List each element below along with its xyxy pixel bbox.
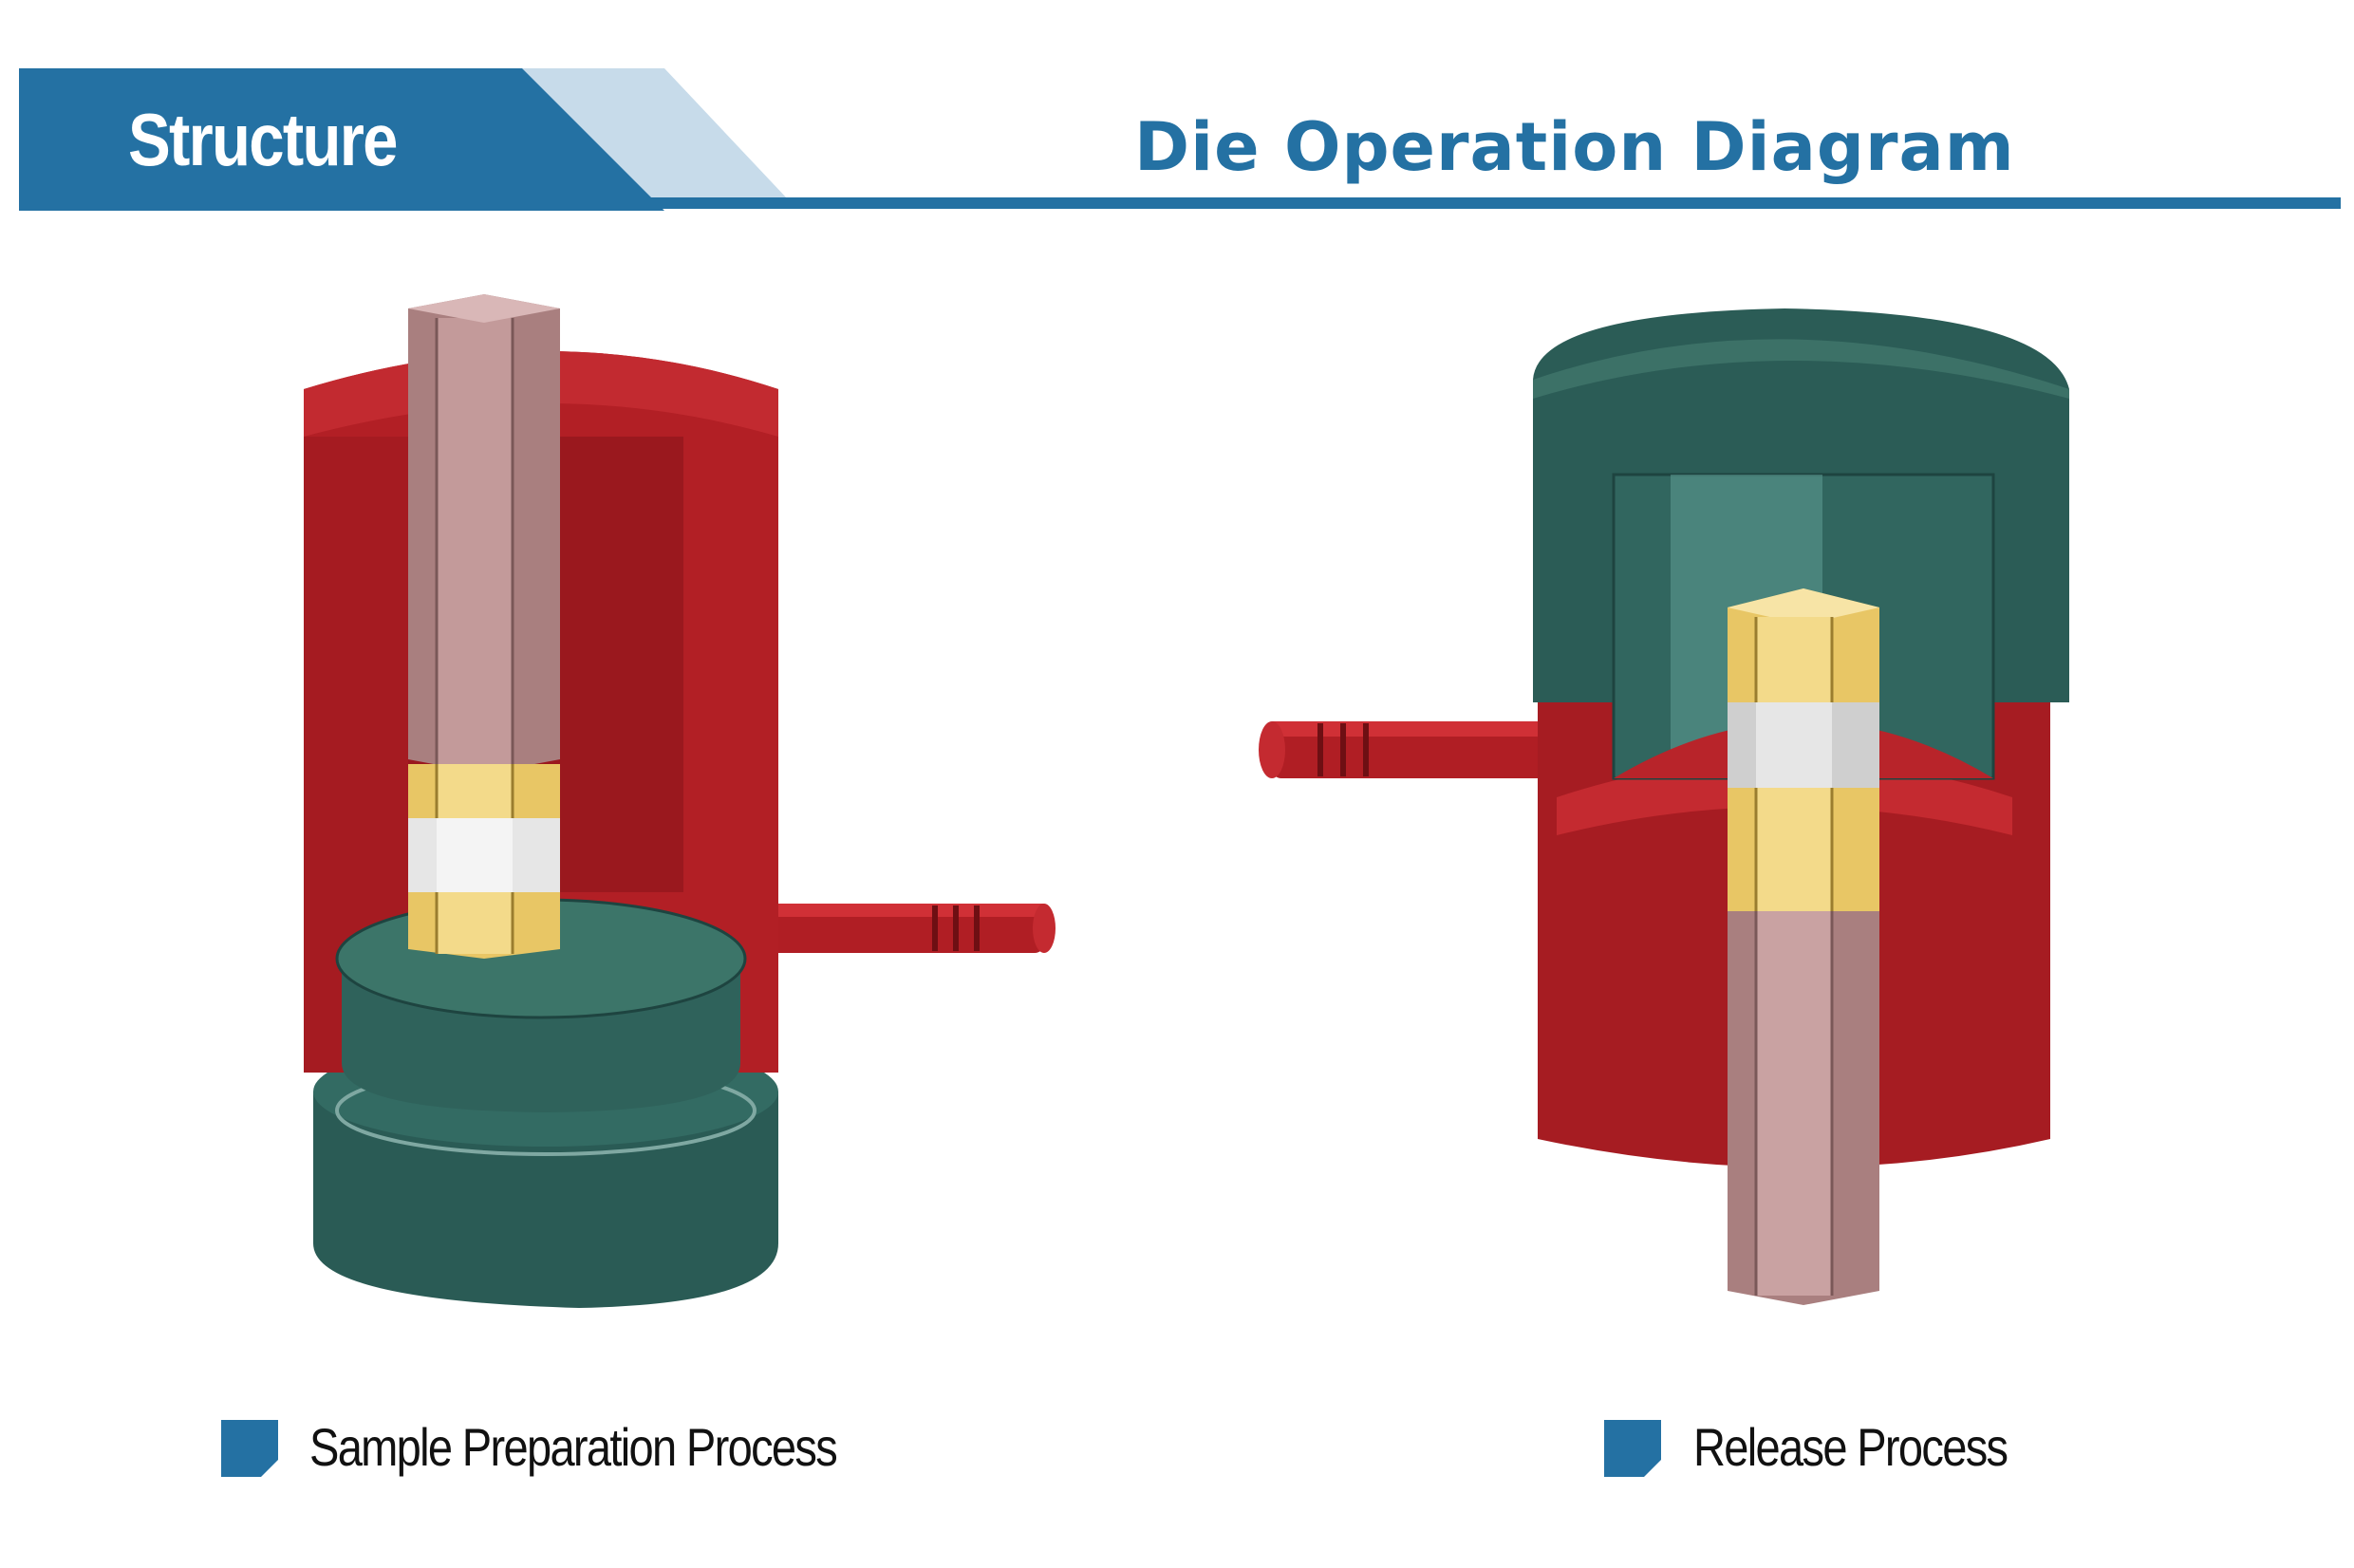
section-tab-label: Structure <box>128 98 398 181</box>
header-rule <box>19 197 2341 209</box>
caption-label: Release Process <box>1693 1417 2008 1477</box>
page-title: Die Operation Diagram <box>1134 108 2015 186</box>
side-pipe <box>1259 721 1576 778</box>
upper-pellet <box>1728 588 1879 702</box>
caption-label: Sample Preparation Process <box>309 1417 838 1477</box>
square-bullet-icon <box>1604 1420 1661 1477</box>
side-pipe <box>769 904 1056 953</box>
release-process-diagram <box>1259 308 2069 1305</box>
upper-pellet <box>408 764 560 818</box>
sample-preparation-diagram <box>304 294 1056 1308</box>
upper-punch <box>1533 308 2069 780</box>
upper-plunger <box>408 294 560 774</box>
lower-pellet <box>1728 788 1879 911</box>
square-bullet-icon <box>221 1420 278 1477</box>
lower-pellet <box>408 892 560 959</box>
sample <box>1728 702 1879 788</box>
header: Structure Die Operation Diagram <box>0 0 2354 218</box>
sample <box>408 818 560 892</box>
lower-plunger <box>1728 911 1879 1305</box>
